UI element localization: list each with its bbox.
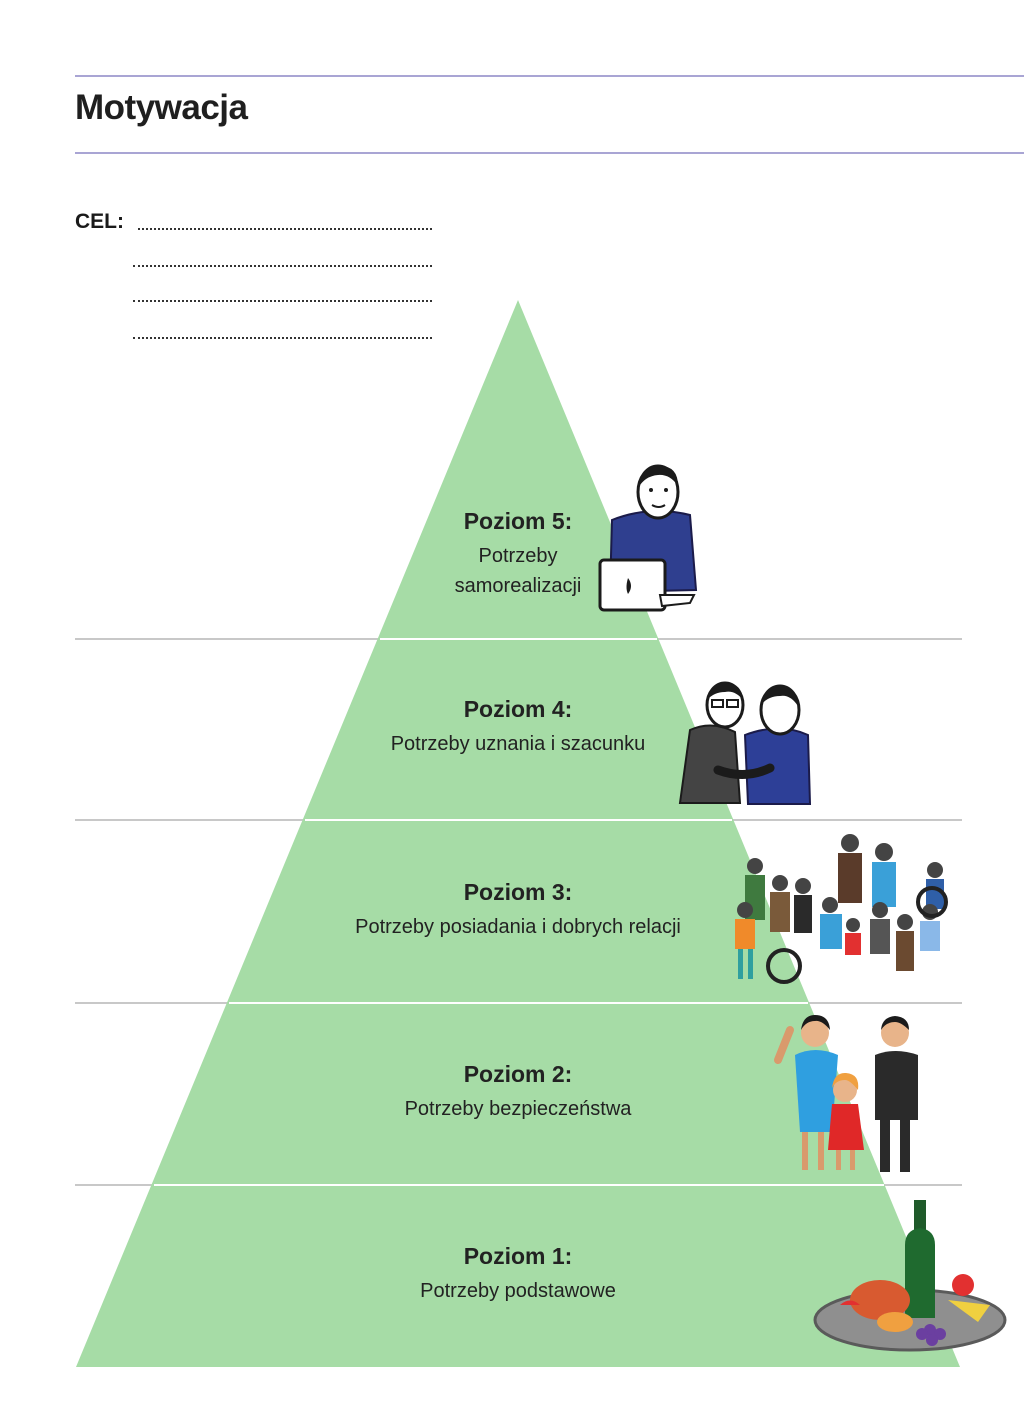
level-1-description: Potrzeby podstawowe <box>420 1280 616 1302</box>
page-title: Motywacja <box>75 88 248 127</box>
level-4-block: Poziom 4: Potrzeby uznania i szacunku <box>318 696 718 759</box>
level-1-title: Poziom 1: <box>463 1243 573 1269</box>
level-3-block: Poziom 3: Potrzeby posiadania i dobrych … <box>318 879 718 942</box>
handshake-icon <box>678 681 812 805</box>
person-with-laptop-icon <box>598 464 698 612</box>
level-3-title: Poziom 3: <box>463 879 573 905</box>
level-4-title: Poziom 4: <box>463 696 573 722</box>
level-5-description: Potrzeby samorealizacji <box>454 545 582 597</box>
pyramid-triangle <box>76 300 960 1367</box>
food-platter-icon <box>813 1200 1007 1352</box>
level-5-title: Poziom 5: <box>463 508 573 534</box>
level-2-block: Poziom 2: Potrzeby bezpieczeństwa <box>318 1061 718 1124</box>
level-2-description: Potrzeby bezpieczeństwa <box>404 1098 632 1120</box>
crowd-icon <box>735 834 948 984</box>
goal-line-2[interactable] <box>133 265 432 267</box>
top-rule <box>75 75 1024 77</box>
goal-line-4[interactable] <box>133 337 432 339</box>
level-1-block: Poziom 1: Potrzeby podstawowe <box>318 1243 718 1306</box>
level-2-title: Poziom 2: <box>463 1061 573 1087</box>
family-icon <box>774 1015 918 1172</box>
goal-line-1[interactable] <box>138 228 432 230</box>
level-4-description: Potrzeby uznania i szacunku <box>390 733 646 755</box>
level-3-description: Potrzeby posiadania i dobrych relacji <box>355 916 681 938</box>
goal-line-3[interactable] <box>133 300 432 302</box>
goal-label: CEL: <box>75 210 124 233</box>
title-underline-rule <box>75 152 1024 154</box>
level-5-block: Poziom 5: Potrzeby samorealizacji <box>318 508 718 601</box>
